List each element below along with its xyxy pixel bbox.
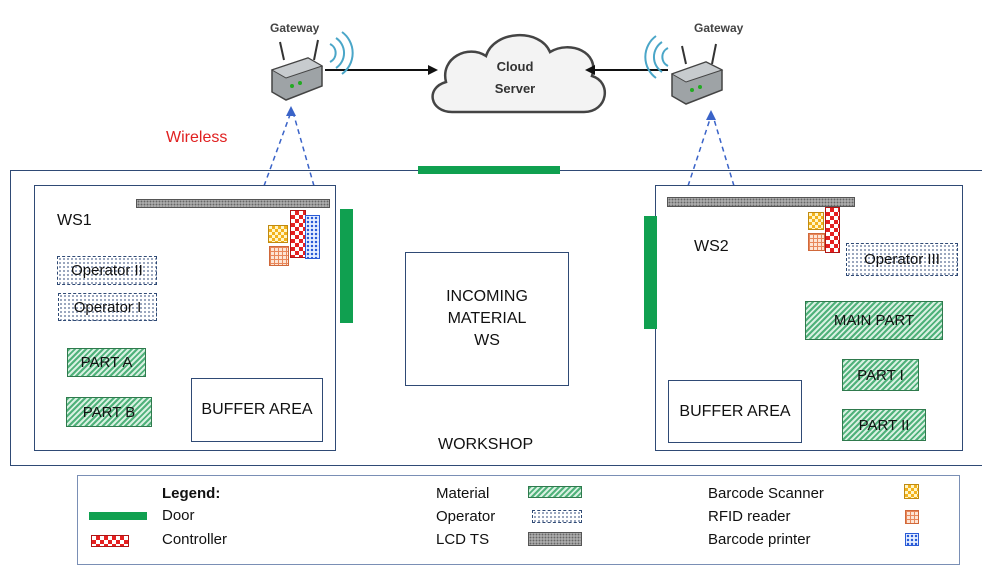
legend-printer-label: Barcode printer bbox=[708, 531, 811, 548]
right-gateway-label: Gateway bbox=[694, 21, 744, 35]
legend-door-swatch bbox=[89, 512, 147, 520]
ws1-part-a: PART A bbox=[67, 348, 146, 377]
ws2-main-part: MAIN PART bbox=[805, 301, 943, 340]
legend-lcd-swatch bbox=[528, 532, 582, 546]
legend-printer-swatch bbox=[905, 533, 919, 546]
ws1-controller bbox=[290, 210, 306, 258]
wireless-link-right bbox=[687, 115, 735, 187]
ws1-buffer-area: BUFFER AREA bbox=[191, 378, 323, 442]
legend-scanner-label: Barcode Scanner bbox=[708, 485, 824, 502]
incoming-line1: INCOMING bbox=[446, 288, 528, 305]
ws1-part-b: PART B bbox=[66, 397, 152, 427]
legend-rfid-swatch bbox=[905, 510, 919, 524]
ws2-buffer-area: BUFFER AREA bbox=[668, 380, 802, 443]
legend-material-label: Material bbox=[436, 485, 490, 502]
ws1-lcd-ts bbox=[136, 199, 330, 208]
legend-rfid-label: RFID reader bbox=[708, 508, 791, 525]
ws2-door bbox=[644, 216, 657, 329]
legend-door-label: Door bbox=[162, 507, 195, 524]
ws1-operator-2: Operator II bbox=[57, 256, 157, 285]
ws1-rfid-reader bbox=[269, 246, 289, 266]
cloud-icon bbox=[431, 34, 607, 114]
legend-operator-label: Operator bbox=[436, 508, 496, 525]
legend-lcd-label: LCD TS bbox=[436, 531, 490, 548]
ws2-lcd-ts bbox=[667, 197, 855, 207]
cloud-label-line2: Server bbox=[494, 81, 536, 96]
workshop-door bbox=[418, 166, 560, 174]
ws2-rfid-reader bbox=[808, 233, 825, 251]
incoming-line2: MATERIAL bbox=[447, 310, 527, 327]
legend-box bbox=[77, 475, 960, 565]
ws1-operator-1: Operator I bbox=[58, 293, 157, 321]
wireless-link-left bbox=[263, 111, 315, 187]
network-diagram-top bbox=[263, 31, 735, 187]
ws2-operator-3: Operator III bbox=[846, 243, 958, 276]
ws1-title: WS1 bbox=[57, 212, 92, 229]
ws1-barcode-printer bbox=[305, 215, 320, 259]
incoming-material-ws: INCOMING MATERIAL WS bbox=[405, 252, 569, 386]
ws1-barcode-scanner bbox=[268, 225, 288, 243]
legend-title: Legend: bbox=[162, 485, 221, 502]
legend-controller-label: Controller bbox=[162, 531, 228, 548]
ws2-barcode-scanner bbox=[808, 212, 824, 230]
ws2-title: WS2 bbox=[694, 238, 729, 255]
cloud-server-label: Cloud Server bbox=[470, 56, 560, 100]
legend-controller-swatch bbox=[91, 535, 129, 547]
left-gateway-label: Gateway bbox=[270, 21, 320, 35]
incoming-line3: WS bbox=[474, 332, 500, 349]
ws2-part-2: PART II bbox=[842, 409, 926, 441]
right-gateway-icon bbox=[644, 35, 724, 105]
legend-material-swatch bbox=[528, 486, 582, 498]
wireless-label: Wireless bbox=[166, 129, 228, 146]
legend-operator-swatch bbox=[532, 510, 582, 523]
workshop-label: WORKSHOP bbox=[438, 436, 534, 453]
legend-scanner-swatch bbox=[904, 484, 919, 499]
ws2-part-1: PART I bbox=[842, 359, 919, 391]
left-gateway-icon bbox=[270, 31, 354, 101]
cloud-label-line1: Cloud bbox=[496, 59, 534, 74]
ws2-controller bbox=[825, 207, 840, 253]
ws1-door bbox=[340, 209, 353, 323]
